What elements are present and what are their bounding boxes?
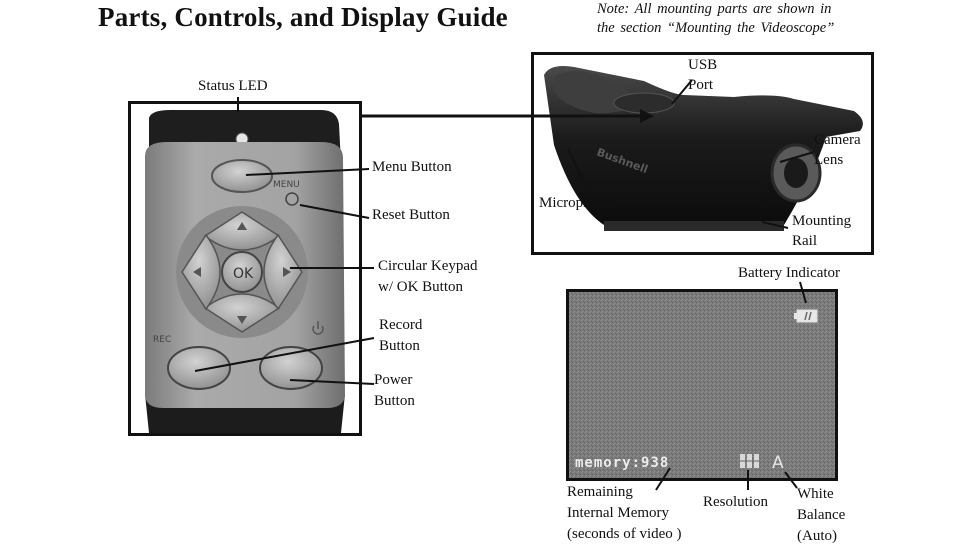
record-button-label: Record Button [379, 315, 422, 357]
white-balance-symbol: A [772, 453, 784, 473]
lens-glass [784, 158, 808, 188]
circular-keypad-label: Circular Keypad w/ OK Button [378, 256, 478, 298]
ok-button[interactable] [221, 251, 263, 293]
camera-line-1: Camera [814, 132, 861, 148]
power-button-label: Power Button [374, 370, 415, 412]
resolution-icon [740, 454, 759, 468]
memory-readout: memory:938 [575, 455, 669, 471]
menu-button-label: Menu Button [372, 159, 452, 175]
reset-button-label: Reset Button [372, 207, 450, 223]
battery-icon [794, 309, 818, 323]
display-screen: memory:938 A [569, 292, 835, 478]
reset-button[interactable] [285, 192, 299, 206]
record-button[interactable] [167, 346, 231, 390]
remaining-line-3: (seconds of video ) [567, 526, 682, 542]
usb-port-label: USB Port [688, 55, 717, 95]
white-line-2: Balance [797, 507, 846, 523]
white-line-1: White [797, 486, 834, 502]
mounting-line-1: Mounting [792, 213, 852, 229]
keypad-up-button[interactable] [203, 211, 281, 251]
power-icon [312, 321, 324, 335]
white-balance-label: White Balance (Auto) [797, 484, 845, 547]
microphone-label: Microphone [539, 195, 613, 211]
down-arrow-icon [237, 316, 247, 324]
power-line-2: Button [374, 393, 415, 409]
rec-text: REC [153, 335, 171, 345]
camera-illustration: Bushnell [544, 66, 863, 231]
page-title: Parts, Controls, and Display Guide [98, 2, 508, 32]
mounting-rail [604, 221, 784, 231]
record-line-1: Record [379, 317, 423, 333]
left-arrow-icon [193, 267, 201, 277]
note-line-1: Note: All mounting parts are shown in [597, 1, 832, 17]
mounting-rail-label: Mounting Rail [792, 211, 851, 251]
menu-button[interactable] [211, 159, 273, 193]
mounting-note: Note: All mounting parts are shown in th… [597, 0, 897, 38]
menu-text: MENU [273, 180, 300, 190]
display-screen-frame: memory:938 A [566, 289, 838, 481]
ok-text: OK [233, 266, 254, 282]
right-arrow-icon [283, 267, 291, 277]
usb-line-2: Port [688, 77, 714, 93]
note-line-2: the section “Mounting the Videoscope” [597, 20, 835, 36]
remaining-line-2: Internal Memory [567, 505, 670, 521]
mounting-line-2: Rail [792, 233, 817, 249]
circular-keypad-line-2: w/ OK Button [378, 279, 464, 295]
record-line-2: Button [379, 338, 420, 354]
up-arrow-icon [237, 222, 247, 230]
white-line-3: (Auto) [797, 528, 837, 544]
power-line-1: Power [374, 372, 413, 388]
camera-lens-label: Camera Lens [814, 130, 861, 170]
usb-line-1: USB [688, 57, 718, 73]
screen-noise [569, 292, 835, 478]
status-led-label: Status LED [198, 78, 268, 94]
keypad-illustration: MENU OK REC [145, 110, 345, 433]
remaining-line-1: Remaining [567, 484, 633, 500]
power-button[interactable] [259, 346, 323, 390]
keypad-photo-frame: MENU OK REC [128, 101, 362, 436]
keypad-down-button[interactable] [203, 293, 281, 333]
top-control-pad [613, 92, 675, 114]
circular-keypad-line-1: Circular Keypad [378, 258, 478, 274]
remaining-memory-label: Remaining Internal Memory (seconds of vi… [567, 482, 682, 545]
battery-indicator-label: Battery Indicator [738, 265, 841, 281]
resolution-label: Resolution [703, 494, 769, 510]
camera-line-2: Lens [814, 152, 844, 168]
